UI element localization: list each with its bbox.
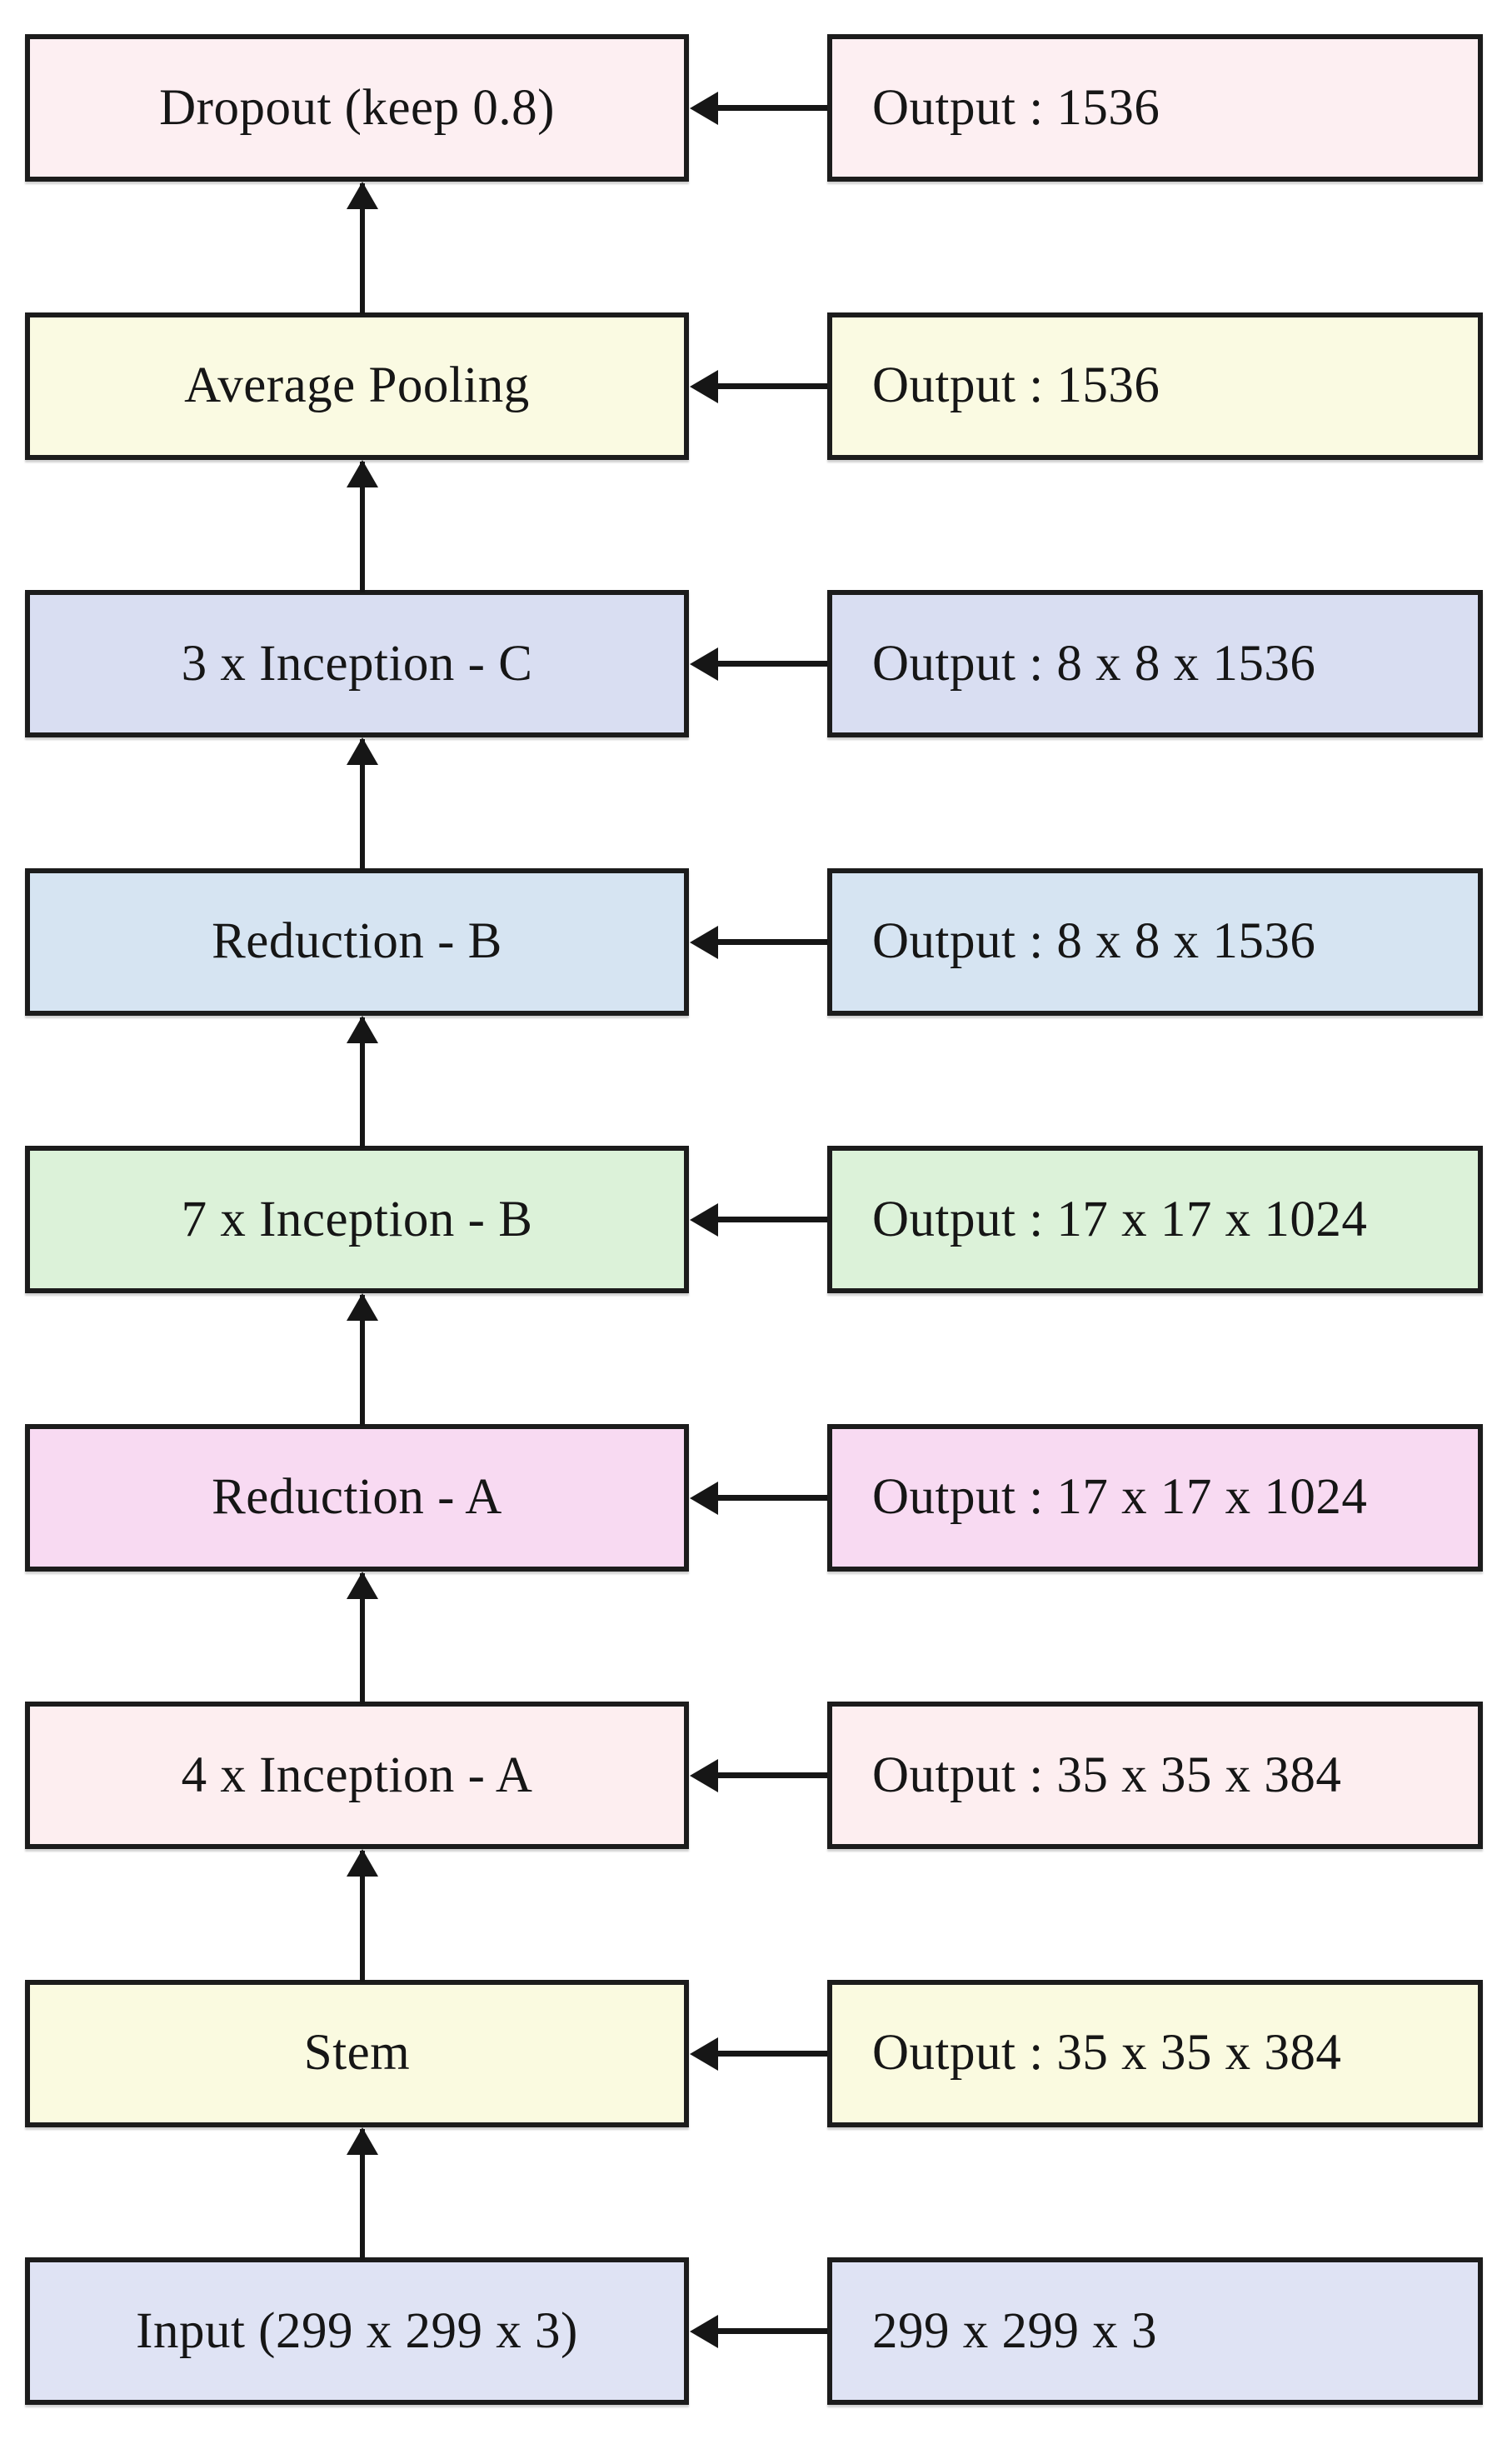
layer-label: Input (299 x 299 x 3) (136, 2302, 578, 2359)
output-box-input: 299 x 299 x 3 (827, 2257, 1483, 2405)
arrow-up-icon (343, 1571, 382, 1704)
layer-row: Average Pooling Output : 1536 (0, 312, 1512, 460)
output-label: 299 x 299 x 3 (872, 2302, 1157, 2359)
output-label: Output : 8 x 8 x 1536 (872, 913, 1316, 969)
arrow-up-icon (343, 1015, 382, 1148)
output-label: Output : 1536 (872, 357, 1160, 413)
output-label: Output : 17 x 17 x 1024 (872, 1469, 1368, 1525)
layer-row: Reduction - A Output : 17 x 17 x 1024 (0, 1423, 1512, 1572)
arrow-up-icon (343, 459, 382, 592)
output-box-dropout: Output : 1536 (827, 34, 1483, 182)
layer-label: Stem (303, 2025, 411, 2081)
output-box-average-pooling: Output : 1536 (827, 312, 1483, 460)
output-label: Output : 35 x 35 x 384 (872, 1747, 1342, 1803)
layer-label: Average Pooling (184, 357, 530, 413)
output-label: Output : 17 x 17 x 1024 (872, 1191, 1368, 1247)
output-box-reduction-a: Output : 17 x 17 x 1024 (827, 1423, 1483, 1572)
layer-label: 3 x Inception - C (181, 635, 533, 692)
layer-box-average-pooling: Average Pooling (25, 312, 689, 460)
output-box-inception-c: Output : 8 x 8 x 1536 (827, 590, 1483, 737)
output-label: Output : 1536 (872, 79, 1160, 136)
arrow-up-icon (343, 1293, 382, 1426)
layer-box-inception-c: 3 x Inception - C (25, 590, 689, 737)
layer-label: 4 x Inception - A (181, 1747, 533, 1803)
layer-row: 3 x Inception - C Output : 8 x 8 x 1536 (0, 590, 1512, 737)
output-box-inception-a: Output : 35 x 35 x 384 (827, 1702, 1483, 1849)
layer-row: Dropout (keep 0.8) Output : 1536 (0, 34, 1512, 182)
arrow-up-icon (343, 182, 382, 314)
layer-label: Reduction - B (212, 913, 502, 969)
layer-box-reduction-b: Reduction - B (25, 867, 689, 1016)
layer-row: Reduction - B Output : 8 x 8 x 1536 (0, 867, 1512, 1016)
layer-label: 7 x Inception - B (181, 1191, 533, 1247)
layer-box-stem: Stem (25, 1979, 689, 2127)
layer-box-input: Input (299 x 299 x 3) (25, 2257, 689, 2405)
arrow-up-icon (343, 1849, 382, 1982)
layer-row: 7 x Inception - B Output : 17 x 17 x 102… (0, 1146, 1512, 1293)
layer-box-dropout: Dropout (keep 0.8) (25, 34, 689, 182)
arrow-up-icon (343, 737, 382, 870)
layer-label: Reduction - A (212, 1469, 502, 1525)
arrow-up-icon (343, 2127, 382, 2260)
output-label: Output : 8 x 8 x 1536 (872, 635, 1316, 692)
layer-box-reduction-a: Reduction - A (25, 1423, 689, 1572)
output-box-reduction-b: Output : 8 x 8 x 1536 (827, 867, 1483, 1016)
layer-row: Input (299 x 299 x 3) 299 x 299 x 3 (0, 2257, 1512, 2405)
layer-label: Dropout (keep 0.8) (159, 79, 555, 136)
output-box-inception-b: Output : 17 x 17 x 1024 (827, 1146, 1483, 1293)
layer-row: Stem Output : 35 x 35 x 384 (0, 1979, 1512, 2127)
layer-box-inception-a: 4 x Inception - A (25, 1702, 689, 1849)
layer-row: 4 x Inception - A Output : 35 x 35 x 384 (0, 1702, 1512, 1849)
layer-box-inception-b: 7 x Inception - B (25, 1146, 689, 1293)
output-box-stem: Output : 35 x 35 x 384 (827, 1979, 1483, 2127)
output-label: Output : 35 x 35 x 384 (872, 2025, 1342, 2081)
